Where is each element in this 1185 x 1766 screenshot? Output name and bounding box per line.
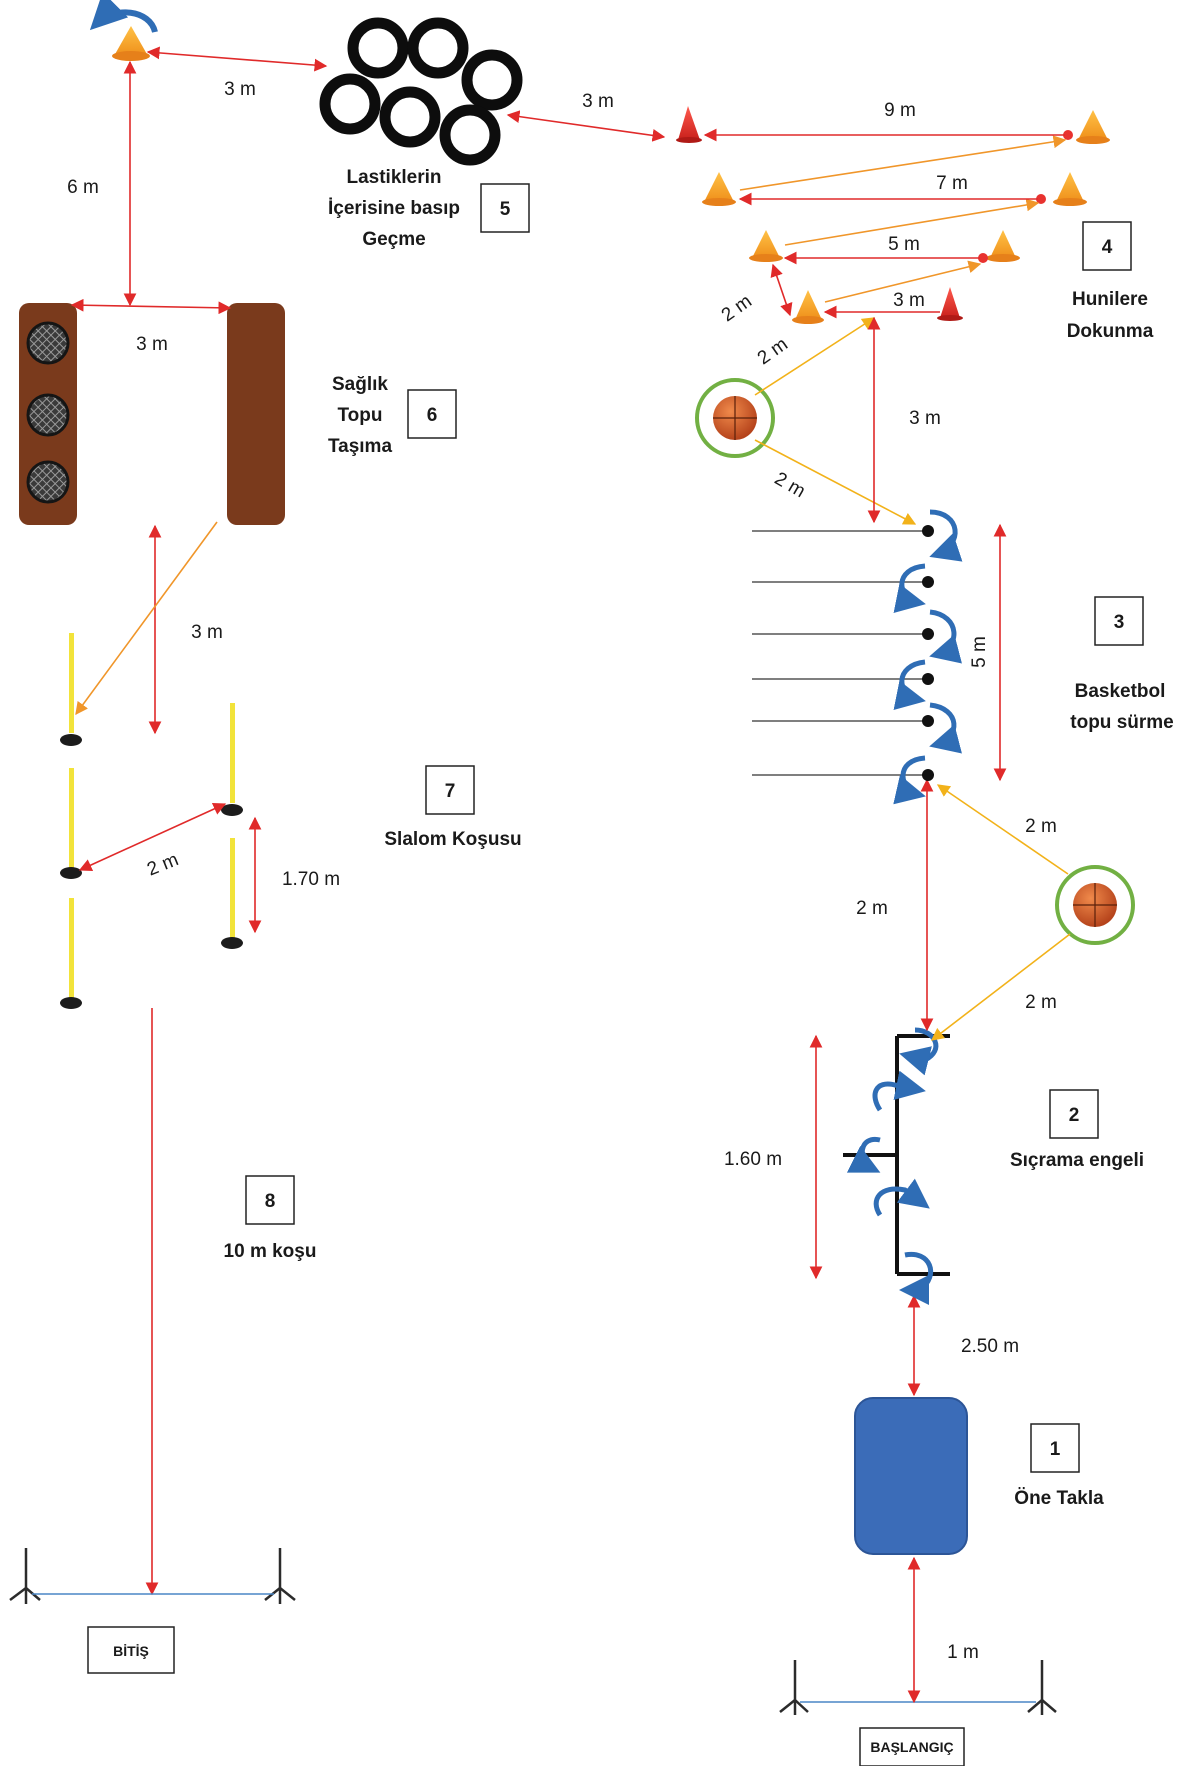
dim-hurdle-length: 1.60 m — [724, 1149, 782, 1170]
station-5-label-2: İçerisine basıp — [328, 198, 460, 219]
station-7-label: Slalom Koşusu — [384, 829, 521, 850]
dim-ball-hurdle: 2 m — [1025, 992, 1057, 1013]
finish-box: BİTİŞ — [87, 1626, 175, 1674]
finish-tripod-right — [264, 1548, 296, 1604]
cone-row-2 — [749, 230, 1020, 263]
dim-start-mat: 1 m — [947, 1642, 979, 1663]
ball-upper — [695, 378, 775, 458]
station-6-label-1: Sağlık — [332, 374, 388, 395]
dribble-lines — [752, 530, 928, 776]
cone-row-4 — [676, 106, 1110, 144]
tires — [319, 17, 523, 166]
dim-cone-9m: 9 m — [884, 100, 916, 121]
station-5-box: 5 — [480, 183, 530, 233]
dim-mat-hurdle: 2.50 m — [961, 1336, 1019, 1357]
dim-bench-slalom: 3 m — [191, 622, 223, 643]
measure-cone-tires — [506, 110, 666, 142]
station-number-6: 6 — [427, 405, 438, 426]
station-number-1: 1 — [1050, 1439, 1061, 1460]
dim-ball2-dribble: 2 m — [771, 468, 809, 502]
path-ball2-to-cone — [754, 317, 876, 396]
dim-slalom-gap: 1.70 m — [282, 869, 340, 890]
start-box: BAŞLANGIÇ — [859, 1727, 965, 1766]
station-7-box: 7 — [425, 765, 475, 815]
station-5-label-3: Geçme — [362, 229, 425, 250]
dim-turncone-bench: 6 m — [67, 177, 99, 198]
station-8-label: 10 m koşu — [224, 1241, 317, 1262]
station-3-box: 3 — [1094, 596, 1144, 646]
start-tripod-left — [779, 1660, 809, 1715]
dim-cone-tires: 3 m — [582, 91, 614, 112]
station-number-3: 3 — [1114, 612, 1125, 633]
station-6-box: 6 — [407, 389, 457, 439]
dim-hurdle-dribble: 2 m — [856, 898, 888, 919]
station-5-label-1: Lastiklerin — [346, 167, 441, 188]
measure-cone-2m — [770, 263, 793, 317]
station-3-label-1: Basketbol — [1075, 681, 1166, 702]
path-cone-3-right — [784, 198, 1040, 246]
turn-cone — [112, 26, 150, 61]
dribble-turn-arrows — [893, 509, 963, 805]
dim-cone-5m: 5 m — [888, 234, 920, 255]
station-3-label-2: topu sürme — [1070, 712, 1173, 733]
station-2-box: 2 — [1049, 1089, 1099, 1139]
path-bench-to-slalom — [75, 521, 218, 716]
station-number-7: 7 — [445, 781, 456, 802]
cone-row-1 — [792, 287, 963, 324]
measure-tires-turncone — [146, 46, 328, 72]
cone-row-3 — [702, 172, 1087, 206]
station-6-label-3: Taşıma — [328, 436, 393, 457]
station-8-box: 8 — [245, 1175, 295, 1225]
ball-lower — [1055, 865, 1135, 945]
start-label: BAŞLANGIÇ — [870, 1739, 953, 1755]
measure-slalom-diag — [78, 802, 227, 872]
mat — [854, 1397, 968, 1555]
dim-bench-gap: 3 m — [136, 334, 168, 355]
path-ball-to-hurdle — [930, 933, 1071, 1041]
hurdle-jump-arrows — [846, 1027, 939, 1305]
hurdle-frame — [843, 1034, 950, 1276]
station-number-2: 2 — [1069, 1105, 1080, 1126]
station-4-label-2: Dokunma — [1067, 321, 1154, 342]
dribble-markers — [922, 525, 934, 781]
turn-arrow-icon — [89, 0, 158, 34]
station-6-label-2: Topu — [337, 405, 382, 426]
path-ball-to-dribble — [936, 784, 1069, 875]
dim-slalom-diag: 2 m — [144, 849, 181, 880]
station-number-8: 8 — [265, 1191, 276, 1212]
finish-label: BİTİŞ — [113, 1643, 149, 1659]
finish-tripod-left — [9, 1548, 41, 1604]
station-2-label: Sıçrama engeli — [1010, 1150, 1144, 1171]
station-4-box: 4 — [1082, 221, 1132, 271]
path-cone-2-right — [824, 260, 982, 303]
dim-tires-turncone: 3 m — [224, 79, 256, 100]
station-number-5: 5 — [500, 199, 511, 220]
dim-dribble-length: 5 m — [969, 636, 990, 668]
start-tripod-right — [1027, 1660, 1057, 1715]
dim-cone-7m: 7 m — [936, 173, 968, 194]
station-number-4: 4 — [1102, 237, 1113, 258]
measure-bench-gap — [70, 298, 232, 315]
bench-right — [227, 303, 285, 525]
dim-dribble-cones: 3 m — [909, 408, 941, 429]
slalom-poles — [60, 633, 243, 1009]
path-cone-4-right — [739, 135, 1067, 191]
dim-cone-2m: 2 m — [718, 291, 756, 326]
station-1-label: Öne Takla — [1014, 1488, 1104, 1509]
dim-ball2-cone: 2 m — [754, 334, 792, 369]
medicine-balls — [26, 321, 70, 504]
station-4-label-1: Hunilere — [1072, 289, 1148, 310]
dim-cone-3m: 3 m — [893, 290, 925, 311]
path-ball2-to-dribble — [754, 439, 917, 525]
dim-ball-dribble: 2 m — [1025, 816, 1057, 837]
station-1-box: 1 — [1030, 1423, 1080, 1473]
